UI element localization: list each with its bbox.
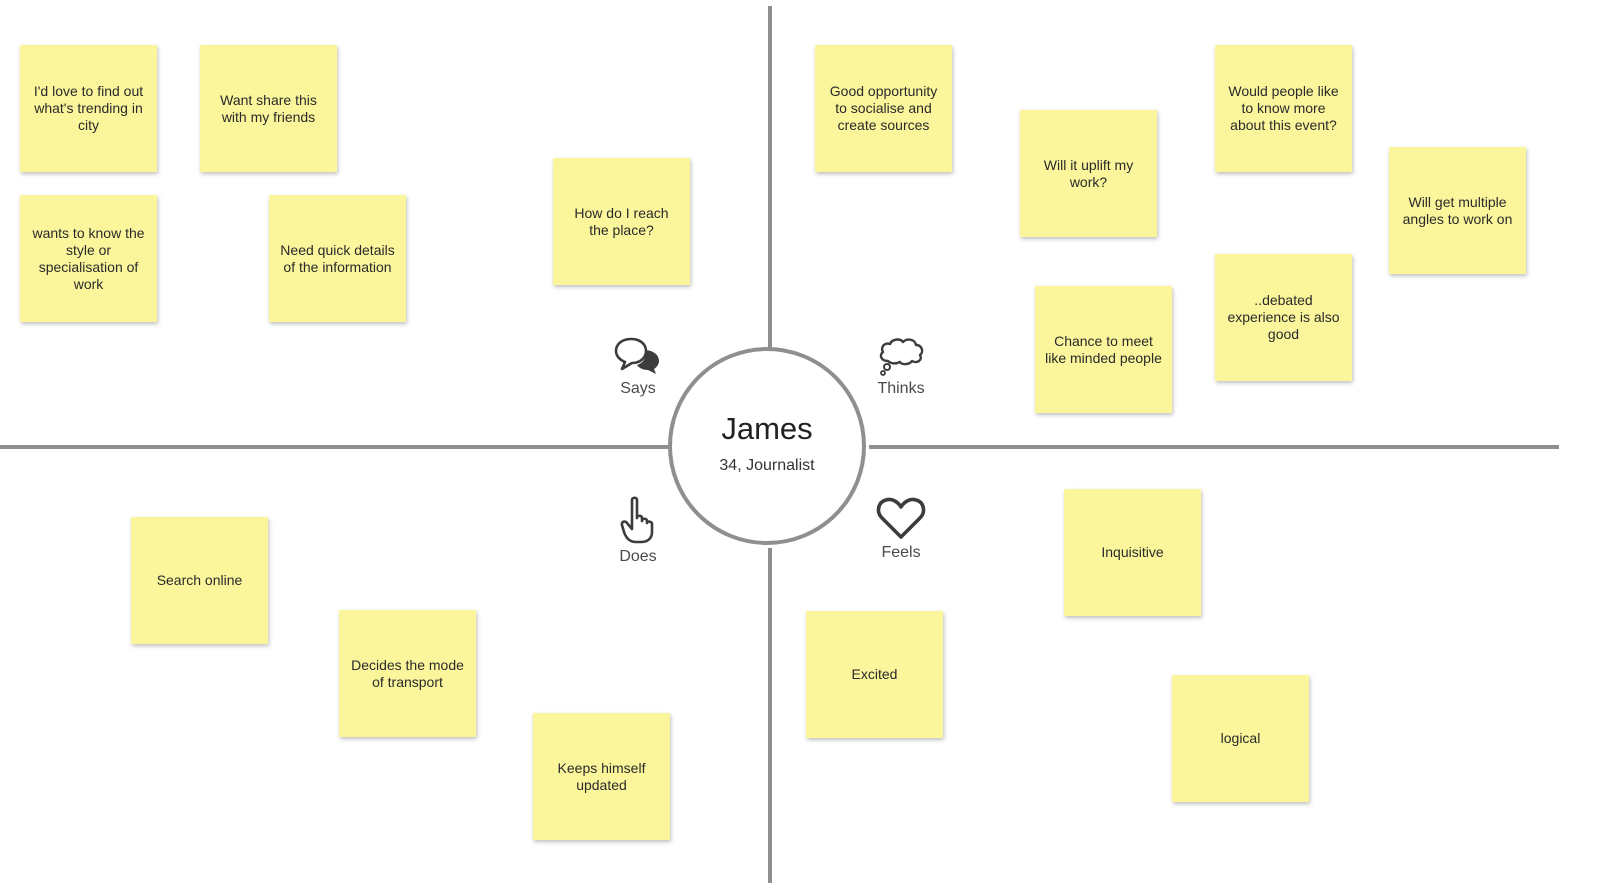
sticky-note-does[interactable]: Search online [131,517,268,644]
sticky-note-thinks[interactable]: Will get multiple angles to work on [1389,147,1526,274]
sticky-note-thinks[interactable]: Will it uplift my work? [1020,110,1157,237]
sticky-note-says[interactable]: Need quick details of the information [269,195,406,322]
sticky-note-feels[interactable]: logical [1172,675,1309,802]
sticky-note-does[interactable]: Decides the mode of transport [339,610,476,737]
sticky-note-feels[interactable]: Excited [806,611,943,738]
persona-name: James [721,411,813,446]
speech-bubbles-icon [614,337,659,374]
persona-subtitle: 34, Journalist [719,457,815,474]
sticky-note-says[interactable]: I'd love to find out what's trending in … [20,45,157,172]
vertical-axis-bottom [768,548,772,883]
horizontal-axis-left [0,445,670,449]
sticky-note-says[interactable]: Want share this with my friends [200,45,337,172]
horizontal-axis-right [869,445,1559,449]
heart-icon [876,497,926,539]
quadrant-text-feels: Feels [881,544,921,561]
sticky-note-says[interactable]: How do I reach the place? [553,158,690,285]
persona-circle: James 34, Journalist [668,347,866,545]
quadrant-label-feels: Feels [856,496,946,562]
sticky-note-thinks[interactable]: Would people like to know more about thi… [1215,45,1352,172]
sticky-note-says[interactable]: wants to know the style or specialisatio… [20,195,157,322]
quadrant-label-does: Does [593,496,683,566]
sticky-note-does[interactable]: Keeps himself updated [533,713,670,840]
quadrant-label-says: Says [593,336,683,398]
quadrant-text-thinks: Thinks [877,380,925,397]
sticky-note-feels[interactable]: Inquisitive [1064,489,1201,616]
vertical-axis-top [768,6,772,349]
quadrant-text-says: Says [620,380,656,397]
thought-cloud-icon [879,338,924,376]
sticky-note-thinks[interactable]: ..debated experience is also good [1215,254,1352,381]
sticky-note-thinks[interactable]: Good opportunity to socialise and create… [815,45,952,172]
quadrant-label-thinks: Thinks [856,336,946,398]
sticky-note-thinks[interactable]: Chance to meet like minded people [1035,286,1172,413]
quadrant-text-does: Does [619,548,657,565]
pointing-hand-icon [620,496,654,544]
